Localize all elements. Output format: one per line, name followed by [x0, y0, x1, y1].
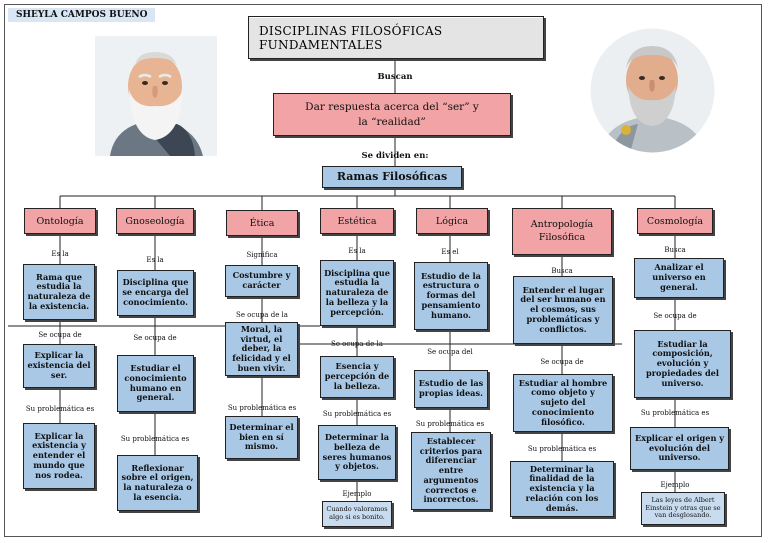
estetica-ejemplo-box: Cuando valoramos algo si es bonito.	[322, 501, 392, 527]
se-dividen-label: Se dividen en:	[361, 151, 429, 161]
logica-ocupa-label: Se ocupa del	[427, 348, 473, 356]
etica-prob-label: Su problemática es	[227, 404, 297, 412]
estetica-header: Estética	[320, 208, 394, 234]
etica-prob-box: Determinar el bien en sí mismo.	[225, 416, 298, 459]
estetica-ejemplo-label: Ejemplo	[342, 490, 372, 498]
estetica-prob-label: Su problemática es	[322, 410, 392, 418]
etica-ocupa-label: Se ocupa de la	[236, 311, 288, 319]
gnoseologia-es-label: Es la	[146, 256, 164, 264]
etica-es-label: Significa	[246, 251, 278, 259]
logica-header: Lógica	[416, 208, 488, 234]
gnoseologia-ocupa-box: Estudiar el conocimiento humano en gener…	[117, 355, 194, 412]
antropologia-ocupa-label: Se ocupa de	[540, 358, 584, 366]
cosmologia-ocupa-label: Se ocupa de	[653, 312, 697, 320]
etica-header: Ética	[226, 210, 298, 236]
logica-prob-label: Su problemática es	[415, 420, 485, 428]
page-frame	[4, 4, 762, 537]
ontologia-prob-label: Su problemática es	[25, 405, 95, 413]
logica-ocupa-box: Estudio de las propias ideas.	[414, 370, 488, 408]
cosmologia-header: Cosmología	[637, 208, 713, 234]
gnoseologia-header: Gnoseología	[116, 208, 194, 234]
estetica-ocupa-label: Se ocupa de la	[331, 340, 383, 348]
ontologia-definition: Rama que estudia la naturaleza de la exi…	[23, 264, 95, 320]
antropologia-ocupa-box: Estudiar al hombre como objeto y sujeto …	[513, 374, 613, 432]
gnoseologia-definition: Disciplina que se encarga del conocimien…	[117, 270, 194, 316]
etica-definition: Costumbre y carácter	[225, 265, 298, 297]
logica-definition: Estudio de la estructura o formas del pe…	[414, 262, 488, 330]
estetica-definition: Disciplina que estudia la naturaleza de …	[320, 260, 394, 326]
ontologia-es-label: Es la	[51, 250, 69, 258]
cosmologia-prob-label: Su problemática es	[640, 409, 710, 417]
ontologia-ocupa-label: Se ocupa de	[38, 331, 82, 339]
socrates-portrait-icon	[95, 36, 217, 156]
buscan-label: Buscan	[377, 72, 413, 82]
ontologia-header: Ontología	[24, 208, 96, 234]
antropologia-header: Antropología Filosófica	[512, 208, 612, 255]
aristotle-portrait-icon	[590, 28, 715, 153]
cosmologia-es-label: Busca	[664, 246, 686, 254]
logica-es-label: Es el	[441, 248, 459, 256]
logica-prob-box: Establecer criterios para diferenciar en…	[411, 432, 491, 510]
cosmologia-ocupa-box: Estudiar la composición, evolución y pro…	[634, 330, 731, 398]
estetica-es-label: Es la	[348, 247, 366, 255]
author-name: SHEYLA CAMPOS BUENO	[8, 8, 156, 22]
gnoseologia-prob-label: Su problemática es	[120, 435, 190, 443]
cosmologia-definition: Analizar el universo en general.	[634, 258, 724, 298]
cosmologia-ejemplo-label: Ejemplo	[660, 481, 690, 489]
ramas-box: Ramas Filosóficas	[322, 166, 462, 188]
gnoseologia-prob-box: Reflexionar sobre el origen, la naturale…	[117, 455, 198, 511]
estetica-prob-box: Determinar la belleza de seres humanos y…	[318, 425, 396, 480]
antropologia-prob-label: Su problemática es	[527, 445, 597, 453]
estetica-ocupa-box: Esencia y percepción de la belleza.	[320, 356, 394, 398]
gnoseologia-ocupa-label: Se ocupa de	[133, 334, 177, 342]
cosmologia-prob-box: Explicar el origen y evolución del unive…	[630, 427, 729, 470]
antropologia-prob-box: Determinar la finalidad de la existencia…	[510, 461, 614, 517]
antropologia-es-label: Busca	[551, 267, 573, 275]
respuesta-box: Dar respuesta acerca del “ser” y la “rea…	[273, 93, 511, 136]
etica-ocupa-box: Moral, la virtud, el deber, la felicidad…	[225, 322, 298, 376]
antropologia-definition: Entender el lugar del ser humano en el c…	[513, 276, 613, 344]
ontologia-ocupa-box: Explicar la existencia del ser.	[23, 344, 95, 388]
diagram-title: DISCIPLINAS FILOSÓFICAS FUNDAMENTALES	[248, 16, 544, 59]
cosmologia-ejemplo-box: Las leyes de Albert Einstein y otras que…	[641, 492, 725, 525]
ontologia-prob-box: Explicar la existencia y entender el mun…	[23, 423, 95, 489]
